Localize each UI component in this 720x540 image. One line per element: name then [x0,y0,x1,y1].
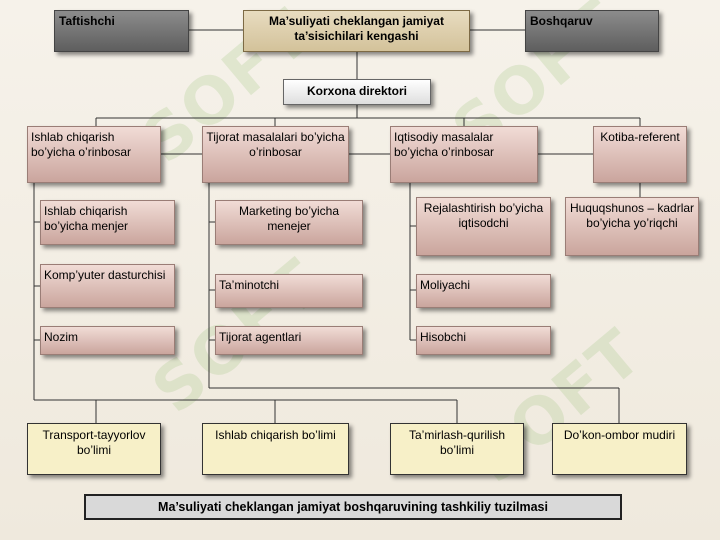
node-iqtisodiy-orinbosar: Iqtisodiy masalalar bo’yicha o’rinbosar [390,126,538,183]
node-marketing: Marketing bo’yicha menejer [215,200,363,245]
node-tijorat-orinbosar: Tijorat masalalari bo’yicha o’rinbosar [202,126,349,183]
node-tamirlash: Ta’mirlash-qurilish bo’limi [390,423,524,475]
node-nozim: Nozim [40,326,175,355]
node-kengash: Ma’suliyati cheklangan jamiyat ta’sisich… [243,10,470,52]
node-tijorat-agentlari: Tijorat agentlari [215,326,363,355]
node-taftishchi: Taftishchi [54,10,189,52]
node-ishlab-bolimi: Ishlab chiqarish bo’limi [202,423,349,475]
node-kotiba: Kotiba-referent [593,126,687,183]
node-taminotchi: Ta’minotchi [215,274,363,308]
node-huquqshunos: Huquqshunos – kadrlar bo’yicha yo’riqchi [565,197,699,256]
node-ishlab-menjer: Ishlab chiqarish bo’yicha menjer [40,200,175,245]
node-rejalashtirish: Rejalashtirish bo’yicha iqtisodchi [416,197,551,256]
node-direktor: Korxona direktori [283,79,431,105]
node-dasturchi: Komp’yuter dasturchisi [40,264,175,308]
diagram-caption: Ma’suliyati cheklangan jamiyat boshqaruv… [84,494,622,520]
node-ishlab-orinbosar: Ishlab chiqarish bo’yicha o’rinbosar [27,126,161,183]
node-boshqaruv: Boshqaruv [525,10,659,52]
node-moliyachi: Moliyachi [416,274,551,308]
node-transport: Transport-tayyorlov bo’limi [27,423,161,475]
node-dokon: Do’kon-ombor mudiri [552,423,687,475]
node-hisobchi: Hisobchi [416,326,551,355]
